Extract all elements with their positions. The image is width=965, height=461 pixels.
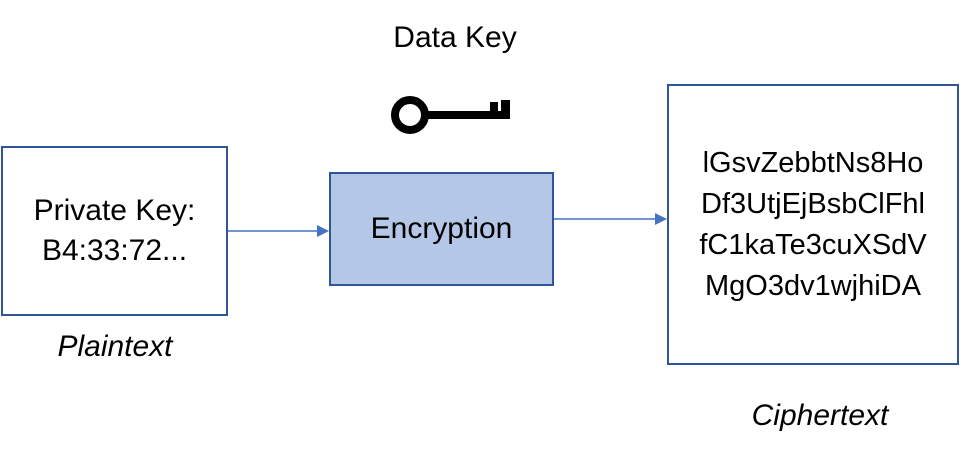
ciphertext-caption: Ciphertext <box>751 399 889 432</box>
plaintext-line-1: Private Key: <box>33 194 196 227</box>
data-key-label: Data Key <box>393 21 517 54</box>
plaintext-box: Private Key: B4:33:72... <box>1 146 228 316</box>
ciphertext-line-3: fC1kaTe3cuXSdV <box>699 228 927 261</box>
ciphertext-line-2: Df3UtjEjBsbClFhl <box>701 187 925 220</box>
ciphertext-box: lGsvZebbtNs8Ho Df3UtjEjBsbClFhl fC1kaTe3… <box>667 84 959 365</box>
ciphertext-line-1: lGsvZebbtNs8Ho <box>702 146 924 179</box>
arrowhead-to-ciphertext <box>655 213 667 225</box>
plaintext-caption: Plaintext <box>57 330 173 363</box>
arrowhead-to-encryption <box>317 225 329 237</box>
encryption-box: Encryption <box>329 172 554 286</box>
key-icon <box>391 96 510 134</box>
ciphertext-line-4: MgO3dv1wjhiDA <box>705 269 921 302</box>
encryption-label: Encryption <box>370 212 513 245</box>
plaintext-line-2: B4:33:72... <box>41 234 188 267</box>
